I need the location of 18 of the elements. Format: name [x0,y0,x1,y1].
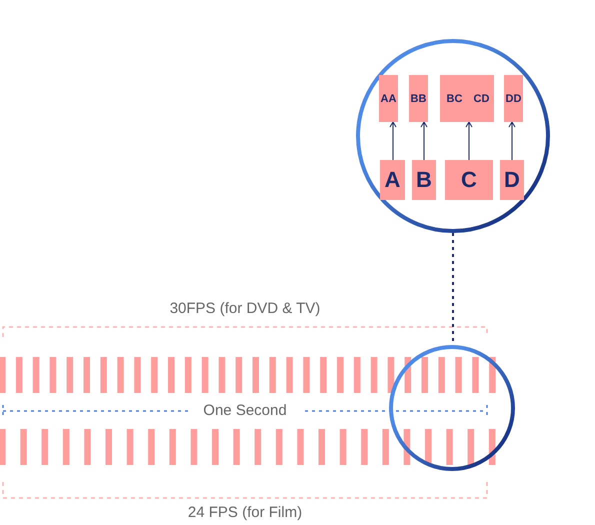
duration-label: One Second [203,402,287,419]
video-frame: A [380,160,405,200]
video-frame: B [412,160,436,200]
arrow [466,122,472,160]
video-frame: BC [440,75,469,122]
video-frame: CD [469,75,494,122]
video-frame: AA [379,75,398,122]
frame-rate-label: 24 FPS (for Film) [188,504,302,521]
video-frame: C [445,160,493,200]
video-frame: DD [504,75,523,122]
video-frame: BB [409,75,428,122]
arrow [420,122,428,160]
arrow [508,122,516,160]
magnifier-circle [356,39,550,233]
arrow [390,122,396,160]
magnifier-circle [389,345,515,471]
frame-rate-label: 30FPS (for DVD & TV) [170,300,320,317]
video-frame: D [500,160,524,200]
